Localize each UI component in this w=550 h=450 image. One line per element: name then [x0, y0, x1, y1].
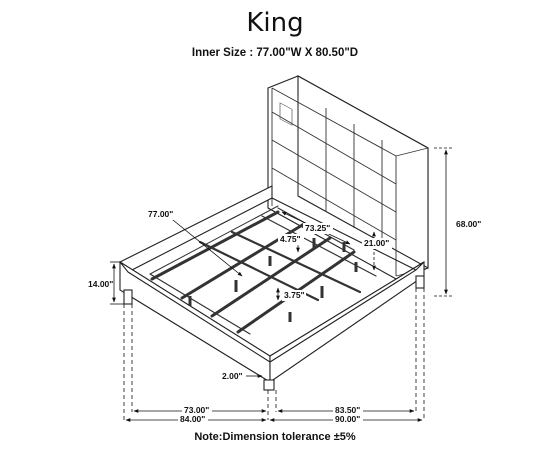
rail-height-label: 14.00" — [88, 279, 113, 289]
inner-width-label: 83.50" — [335, 405, 360, 415]
overall-width-label: 90.00" — [335, 414, 360, 424]
bed-frame — [119, 185, 425, 391]
overall-length-label: 84.00" — [180, 414, 205, 424]
product-title: King — [246, 8, 304, 38]
leg-height-label: 2.00" — [222, 371, 243, 381]
tolerance-note: Note:Dimension tolerance ±5% — [194, 431, 356, 443]
slat-gap-label: 3.75" — [284, 290, 305, 300]
dimension-labels: 77.00" 73.25" 68.00" 4.75" 21.00" 14.00"… — [88, 209, 481, 425]
headboard-to-rail-label: 21.00" — [364, 238, 389, 248]
inner-size-label: Inner Size : 77.00"W X 80.50"D — [191, 47, 359, 59]
slat-length-label: 77.00" — [148, 209, 173, 219]
headboard — [267, 75, 429, 281]
leg-spacing-label: 4.75" — [280, 234, 301, 244]
headboard-height-label: 68.00" — [456, 219, 481, 229]
slat-width-label: 73.25" — [305, 223, 330, 233]
inner-length-label: 73.00" — [184, 405, 209, 415]
